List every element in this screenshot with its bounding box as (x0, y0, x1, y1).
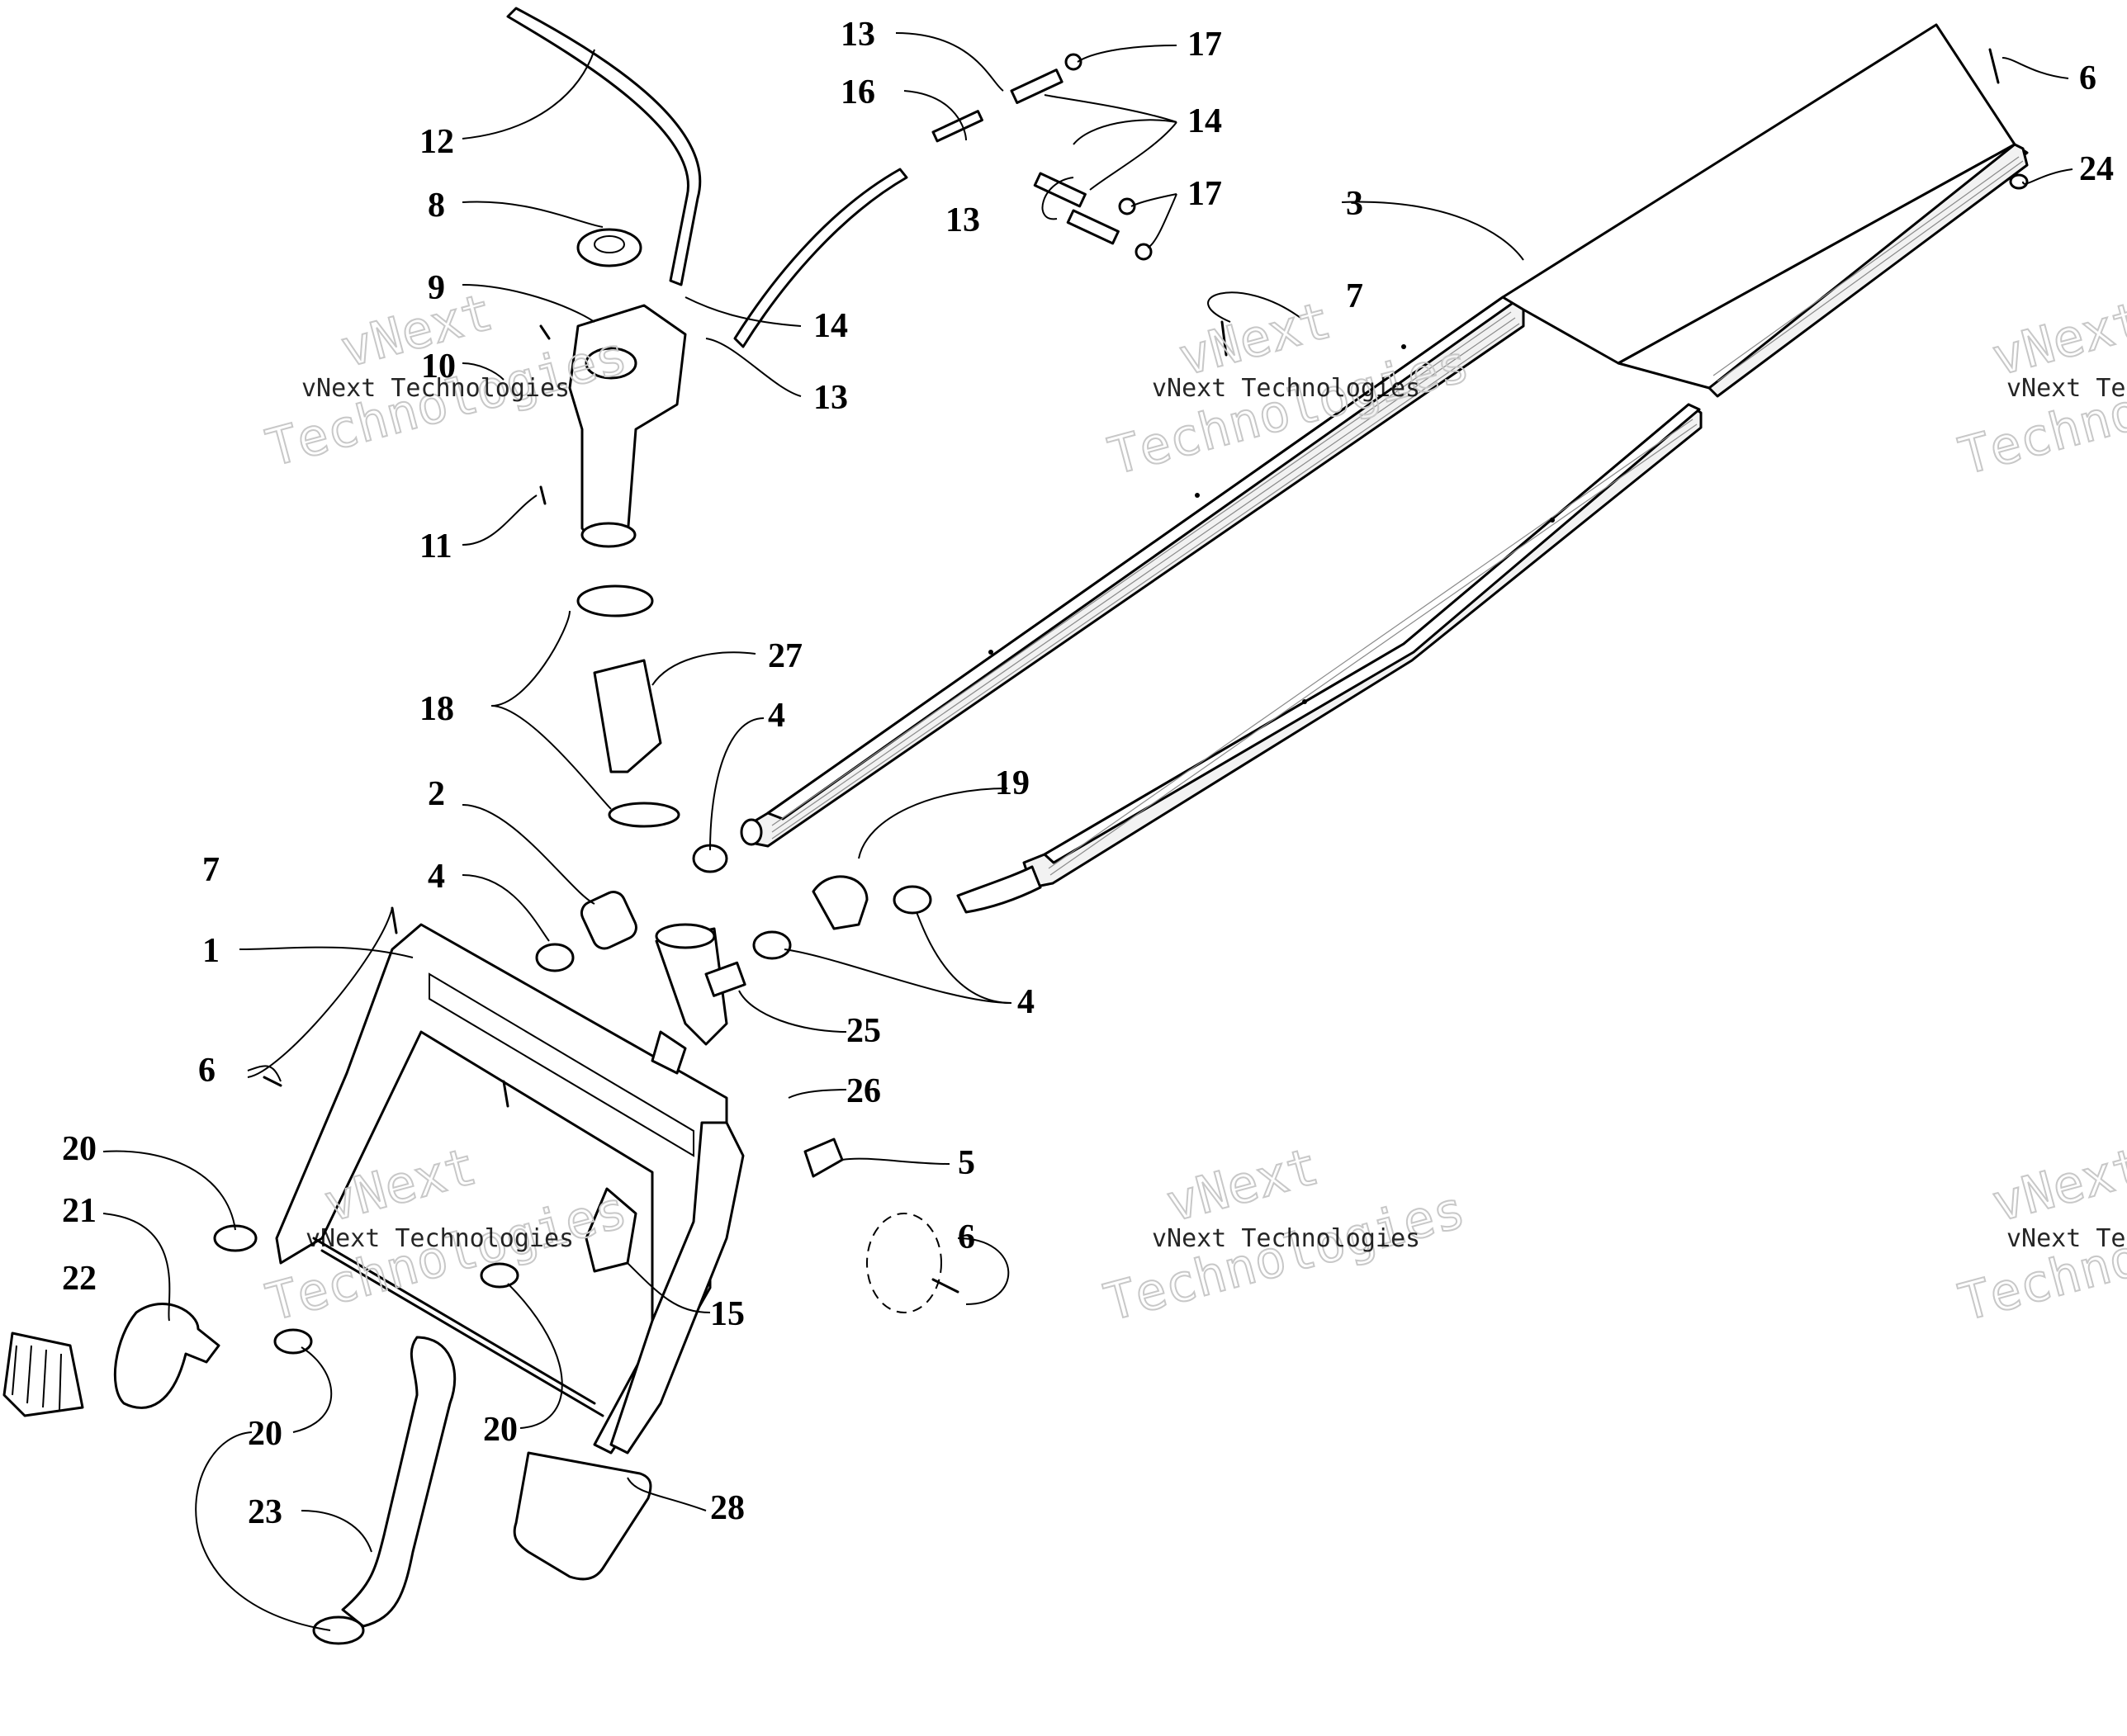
overflow-hose (733, 168, 908, 348)
short-hose (580, 891, 637, 950)
callout-12: 12 (419, 123, 454, 161)
callout-28: 28 (710, 1489, 745, 1527)
callout-11: 11 (419, 527, 452, 565)
watermark-big-6a: vNext (1986, 1136, 2127, 1234)
watermark-small-5: vNext Technologies (1152, 1224, 1420, 1253)
callout-17-top: 17 (1187, 26, 1222, 64)
clamp-23 (312, 1615, 365, 1645)
callout-24: 24 (2079, 150, 2114, 188)
elbow-hose (812, 875, 869, 930)
callout-25: 25 (846, 1012, 881, 1050)
callout-6-bottom: 6 (958, 1218, 975, 1256)
callout-13-bottom: 13 (813, 379, 848, 417)
tee-fitting-assembly (931, 53, 1153, 261)
callout-6-top: 6 (2079, 59, 2096, 97)
callout-9: 9 (428, 269, 445, 307)
callout-4-top: 4 (768, 697, 785, 735)
lower-elbow-hose (113, 1303, 220, 1409)
callout-6-left: 6 (198, 1052, 216, 1090)
hose-clamp-lower (608, 802, 680, 828)
callout-2: 2 (428, 775, 445, 813)
clamp-20-c (480, 1262, 519, 1289)
hose-clamp-upper (576, 584, 654, 617)
clamp-4-c (752, 930, 792, 960)
callout-22: 22 (62, 1260, 97, 1298)
callout-17-bottom: 17 (1187, 175, 1222, 213)
mount-disc (866, 1213, 942, 1313)
callout-14-right: 14 (1187, 102, 1222, 140)
callout-20-top: 20 (62, 1130, 97, 1168)
callout-4-left: 4 (428, 858, 445, 896)
callout-26: 26 (846, 1072, 881, 1110)
watermark-small-6: vNext Technologies (2006, 1224, 2127, 1253)
bellows-connector (2, 1332, 84, 1417)
watermark-small-2: vNext Technologies (1152, 374, 1420, 403)
callout-18: 18 (419, 690, 454, 728)
callout-10: 10 (421, 348, 456, 386)
watermark-small-3: vNext Technologies (2006, 374, 2127, 403)
watermarks: vNext Technologies vNext Technologies vN… (259, 281, 2127, 1334)
fastener-marks (263, 48, 2029, 1294)
long-lower-hose (341, 1336, 457, 1628)
callout-8: 8 (428, 187, 445, 225)
callout-7-right: 7 (1346, 277, 1363, 315)
coolant-bottle (568, 304, 687, 548)
leader-lines (102, 32, 2073, 1631)
callout-20-left: 20 (248, 1415, 282, 1453)
callout-21: 21 (62, 1192, 97, 1230)
coupling-hose (593, 659, 662, 773)
callout-23: 23 (248, 1493, 282, 1531)
callout-labels: 12 8 9 10 11 18 27 4 2 4 19 4 25 26 5 6 … (62, 16, 2114, 1531)
radiator-frame (275, 923, 745, 1455)
callout-4-right: 4 (1017, 983, 1035, 1021)
callout-1: 1 (202, 932, 220, 970)
watermark-big-5a: vNext (1160, 1136, 1324, 1234)
watermark-small-4: vNext Technologies (306, 1224, 574, 1253)
heat-exchanger-assembly (740, 23, 2029, 889)
watermark-big-3a: vNext (1986, 290, 2127, 388)
callout-13-top: 13 (841, 16, 875, 54)
callout-27: 27 (768, 637, 803, 675)
vent-hose (506, 7, 701, 286)
callout-19: 19 (995, 764, 1030, 802)
y-fitting (651, 923, 746, 1075)
callout-13-mid: 13 (945, 201, 980, 239)
clamp-4-b (535, 943, 575, 972)
callout-16: 16 (841, 73, 875, 111)
outlet-tube (956, 865, 1042, 914)
callout-5: 5 (958, 1144, 975, 1182)
callout-7-left: 7 (202, 851, 220, 889)
callout-15: 15 (710, 1295, 745, 1333)
clamp-4-d (893, 885, 932, 915)
radiator-cap (576, 228, 642, 267)
gasket-plate (803, 1138, 844, 1178)
watermark-small-1: vNext Technologies (301, 374, 570, 403)
callout-14-left: 14 (813, 307, 848, 345)
foam-pad (513, 1451, 652, 1581)
callout-20-right: 20 (483, 1411, 518, 1449)
callout-3: 3 (1346, 185, 1363, 223)
